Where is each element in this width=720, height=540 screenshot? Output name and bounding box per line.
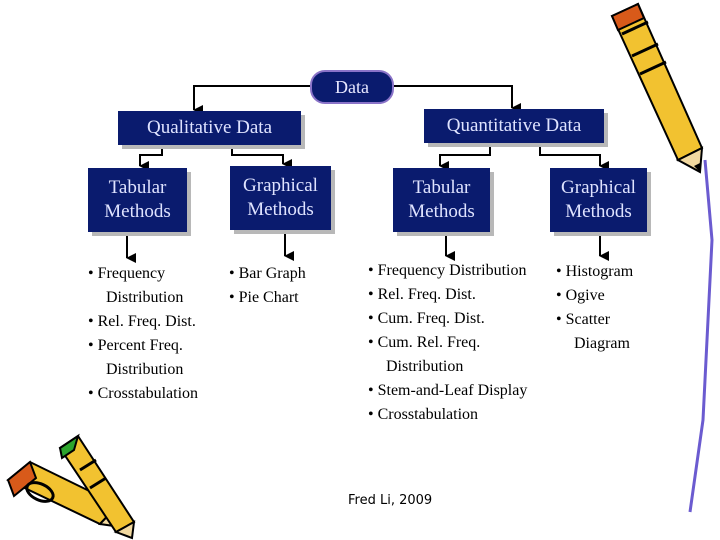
qualitative-graphical-methods-node: Graphical Methods [230, 166, 331, 230]
list-item: Rel. Freq. Dist. [368, 283, 528, 307]
list-item: Frequency Distribution [88, 262, 238, 310]
list-item: Frequency Distribution [368, 259, 528, 283]
quantitative-data-node: Quantitative Data [424, 109, 604, 143]
list-item: Stem-and-Leaf Display [368, 379, 528, 403]
list-item: Histogram [556, 260, 666, 284]
list-item: Ogive [556, 284, 666, 308]
qualitative-tabular-methods-node: Tabular Methods [88, 168, 187, 232]
list-item: Crosstabulation [88, 382, 238, 406]
list-item: Cum. Rel. Freq. Distribution [368, 331, 528, 379]
list-item: Cum. Freq. Dist. [368, 307, 528, 331]
list-item: Bar Graph [229, 262, 339, 286]
list-item: Pie Chart [229, 286, 339, 310]
list-item: Rel. Freq. Dist. [88, 310, 238, 334]
quantitative-tabular-list: Frequency Distribution Rel. Freq. Dist. … [368, 259, 528, 427]
list-item: Percent Freq. Distribution [88, 334, 238, 382]
quantitative-graphical-methods-node: Graphical Methods [550, 168, 647, 232]
credit-text: Fred Li, 2009 [348, 493, 433, 508]
qualitative-tabular-list: Frequency Distribution Rel. Freq. Dist. … [88, 262, 238, 406]
pencil-icon [610, 2, 714, 513]
list-item: Crosstabulation [368, 403, 528, 427]
quantitative-graphical-list: Histogram Ogive Scatter Diagram [556, 260, 666, 356]
list-item: Scatter Diagram [556, 308, 666, 356]
qualitative-data-node: Qualitative Data [118, 111, 301, 145]
root-node: Data [310, 70, 394, 104]
pencil-icon [58, 433, 136, 540]
qualitative-graphical-list: Bar Graph Pie Chart [229, 262, 339, 310]
quantitative-tabular-methods-node: Tabular Methods [393, 168, 490, 232]
